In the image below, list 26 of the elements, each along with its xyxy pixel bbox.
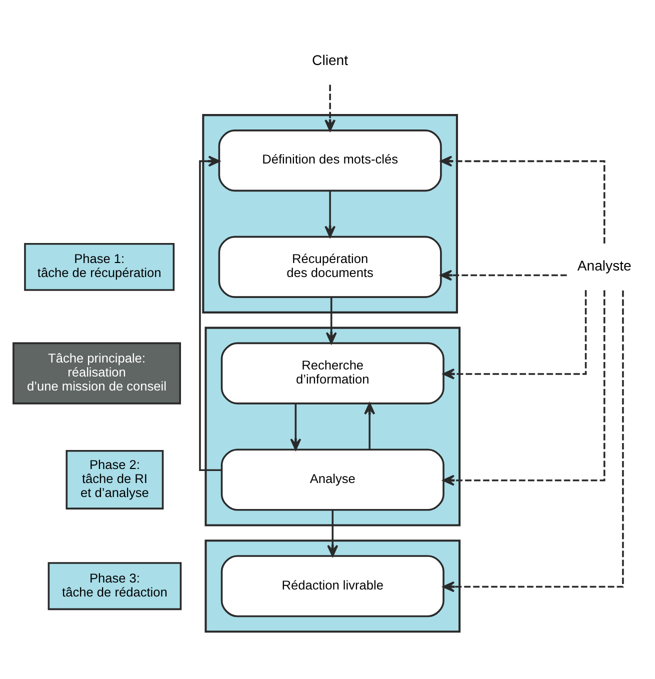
- node-text: Client: [312, 51, 348, 68]
- arrow: [199, 155, 222, 470]
- node-box: Récupération des documents: [218, 235, 442, 298]
- arrow: [324, 84, 336, 131]
- node-box: Phase 2: tâche de RI et d’analyse: [66, 449, 164, 509]
- arrow: [290, 403, 302, 450]
- node-box: Définition des mots-clés: [218, 129, 442, 192]
- node-text: Analyste: [577, 257, 632, 274]
- cluster: [204, 326, 461, 526]
- node-box: Analyse: [220, 448, 444, 510]
- arrow: [364, 402, 376, 450]
- node-box: Phase 1: tâche de récupération: [24, 242, 175, 290]
- node-box: Recherche d’information: [220, 342, 444, 404]
- cluster: [202, 114, 458, 313]
- arrow: [326, 296, 337, 344]
- node-box: Phase 3: tâche de rédaction: [48, 562, 182, 610]
- arrow: [442, 290, 624, 592]
- node-box: Rédaction livrable: [220, 554, 444, 617]
- arrow: [440, 155, 606, 243]
- arrow: [442, 290, 587, 379]
- arrow: [442, 290, 606, 486]
- arrow: [440, 269, 567, 280]
- cluster: [204, 539, 461, 632]
- arrow: [327, 509, 338, 556]
- arrow: [324, 190, 336, 238]
- node-box: Tâche principale: réalisation d’une mission de conseil: [12, 342, 181, 404]
